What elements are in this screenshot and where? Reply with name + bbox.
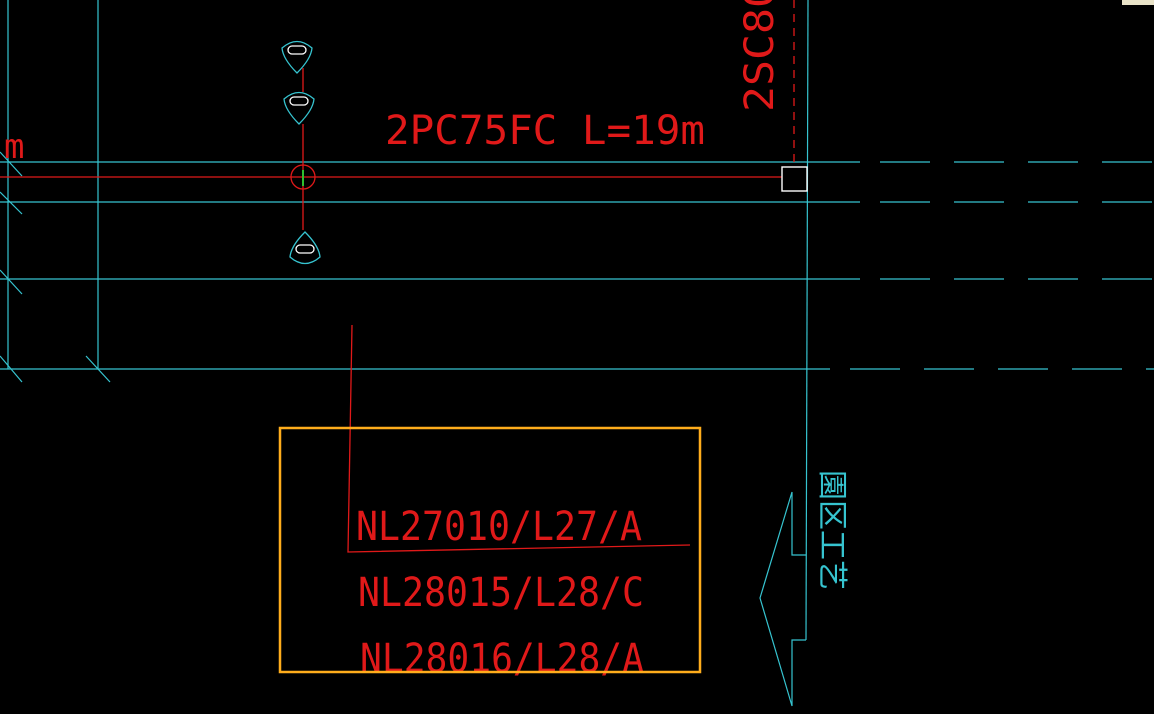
junction-circle	[290, 164, 316, 190]
wall-lines	[0, 0, 860, 641]
callout-line-3: NL28016/L28/A	[360, 636, 644, 682]
conduit-label: 2PC75FC L=19m	[385, 108, 705, 154]
boundary-line-right	[805, 0, 809, 641]
outlet-icon[interactable]	[283, 91, 315, 125]
junction-box[interactable]	[781, 166, 808, 192]
dashed-wall-lines	[850, 161, 1154, 370]
toolbar-fragment	[1122, 0, 1154, 5]
tick-mark	[0, 151, 23, 177]
entrance-arrow	[759, 491, 806, 707]
callout-line-1: NL27010/L27/A	[356, 504, 642, 550]
outlet-symbols	[281, 40, 321, 265]
tick-mark	[85, 355, 111, 383]
leader-line	[347, 324, 691, 553]
outlet-icon[interactable]	[281, 40, 313, 74]
tick-mark	[0, 355, 23, 383]
selection-highlight-box[interactable]	[278, 426, 702, 674]
callout-line-2: NL28015/L28/C	[358, 570, 644, 616]
left-edge-label: m	[4, 127, 24, 167]
tick-mark	[0, 191, 23, 215]
tick-mark	[0, 269, 23, 295]
conduit-route	[0, 0, 795, 553]
outlet-icon[interactable]	[289, 231, 321, 265]
conduit-vertical-label: 2SC80	[737, 0, 783, 112]
building-label: 園区工艺	[814, 470, 849, 590]
